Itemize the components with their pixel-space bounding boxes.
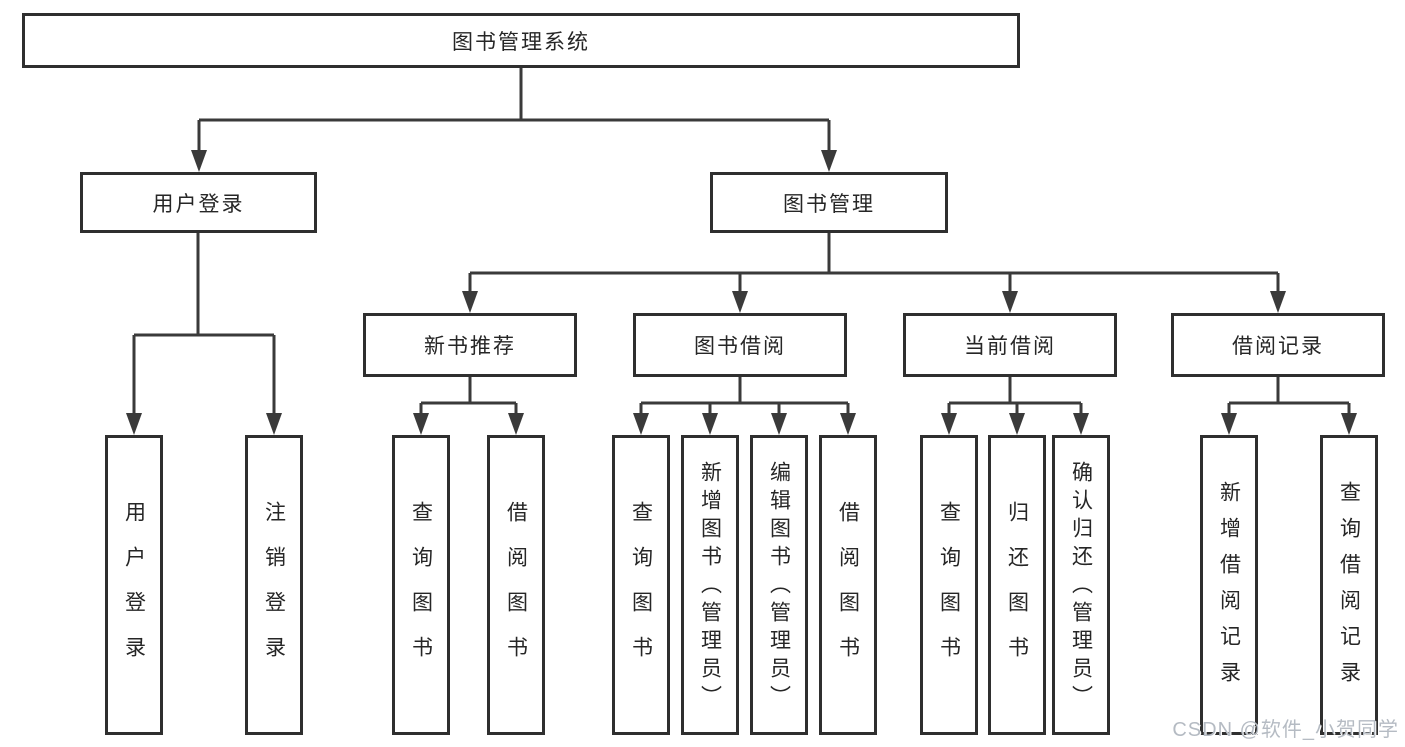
leaf-confirm-return-admin: 确认归还（管理员） [1052, 435, 1110, 735]
node-book-borrowing: 图书借阅 [633, 313, 847, 377]
node-label: 注销登录 [262, 501, 286, 681]
arrowhead-bb-query [633, 413, 649, 435]
node-current-borrowing: 当前借阅 [903, 313, 1117, 377]
arrowhead-bb-borrow [840, 413, 856, 435]
arrowhead-new-book [462, 291, 478, 313]
arrowhead-user-login [191, 150, 207, 172]
leaf-recommend-borrow-books: 借阅图书 [487, 435, 545, 735]
node-label: 用户登录 [152, 192, 245, 216]
arrowhead-nb-borrow [508, 413, 524, 435]
arrowhead-leaf-login [126, 413, 142, 435]
connector-current-borrow-branch [947, 377, 1083, 415]
arrowhead-nb-query [413, 413, 429, 435]
arrowhead-book-borrow [732, 291, 748, 313]
leaf-return-books: 归还图书 [988, 435, 1046, 735]
connector-borrow-records-branch [1227, 377, 1351, 415]
arrowhead-bb-add [702, 413, 718, 435]
leaf-logout: 注销登录 [245, 435, 303, 735]
connector-root-to-level2 [197, 68, 831, 152]
node-label: 借阅图书 [836, 501, 860, 681]
leaf-borrow-books: 借阅图书 [819, 435, 877, 735]
arrowhead-br-query [1341, 413, 1357, 435]
arrowhead-br-add [1221, 413, 1237, 435]
node-label: 借阅记录 [1232, 335, 1324, 358]
arrowhead-current-borrow [1002, 291, 1018, 313]
connector-user-login-branch [132, 233, 276, 415]
node-label: 新增图书（管理员） [698, 461, 722, 713]
connector-new-book-branch [419, 377, 518, 415]
node-label: 用户登录 [122, 501, 146, 681]
leaf-borrow-query-books: 查询图书 [612, 435, 670, 735]
node-label: 图书管理 [783, 192, 875, 216]
node-label: 查询图书 [937, 501, 961, 681]
leaf-user-login: 用户登录 [105, 435, 163, 735]
node-book-management: 图书管理 [710, 172, 948, 233]
node-label: 查询借阅记录 [1337, 481, 1361, 697]
node-label: 新增借阅记录 [1217, 481, 1241, 697]
node-borrowing-records: 借阅记录 [1171, 313, 1385, 377]
node-label: 图书管理系统 [452, 30, 590, 54]
connector-book-borrow-branch [639, 377, 850, 415]
arrowhead-cb-query [941, 413, 957, 435]
node-label: 查询图书 [629, 501, 653, 681]
node-label: 借阅图书 [504, 501, 528, 681]
node-user-login: 用户登录 [80, 172, 317, 233]
node-label: 确认归还（管理员） [1069, 461, 1093, 713]
leaf-add-books-admin: 新增图书（管理员） [681, 435, 739, 735]
arrowhead-cb-confirm [1073, 413, 1089, 435]
connector-book-management-branch [468, 233, 1280, 291]
node-new-book-recommendation: 新书推荐 [363, 313, 577, 377]
arrowhead-cb-return [1009, 413, 1025, 435]
leaf-current-query-books: 查询图书 [920, 435, 978, 735]
node-label: 查询图书 [409, 501, 433, 681]
leaf-query-borrow-record: 查询借阅记录 [1320, 435, 1378, 735]
node-library-management-system: 图书管理系统 [22, 13, 1020, 68]
arrowhead-book-management [821, 150, 837, 172]
node-label: 编辑图书（管理员） [767, 461, 791, 713]
leaf-add-borrow-record: 新增借阅记录 [1200, 435, 1258, 735]
leaf-recommend-query-books: 查询图书 [392, 435, 450, 735]
leaf-edit-books-admin: 编辑图书（管理员） [750, 435, 808, 735]
node-label: 图书借阅 [694, 335, 786, 358]
arrowhead-bb-edit [771, 413, 787, 435]
arrowhead-borrow-records [1270, 291, 1286, 313]
node-label: 当前借阅 [964, 335, 1056, 358]
arrowhead-leaf-logout [266, 413, 282, 435]
node-label: 新书推荐 [424, 335, 516, 358]
node-label: 归还图书 [1005, 501, 1029, 681]
